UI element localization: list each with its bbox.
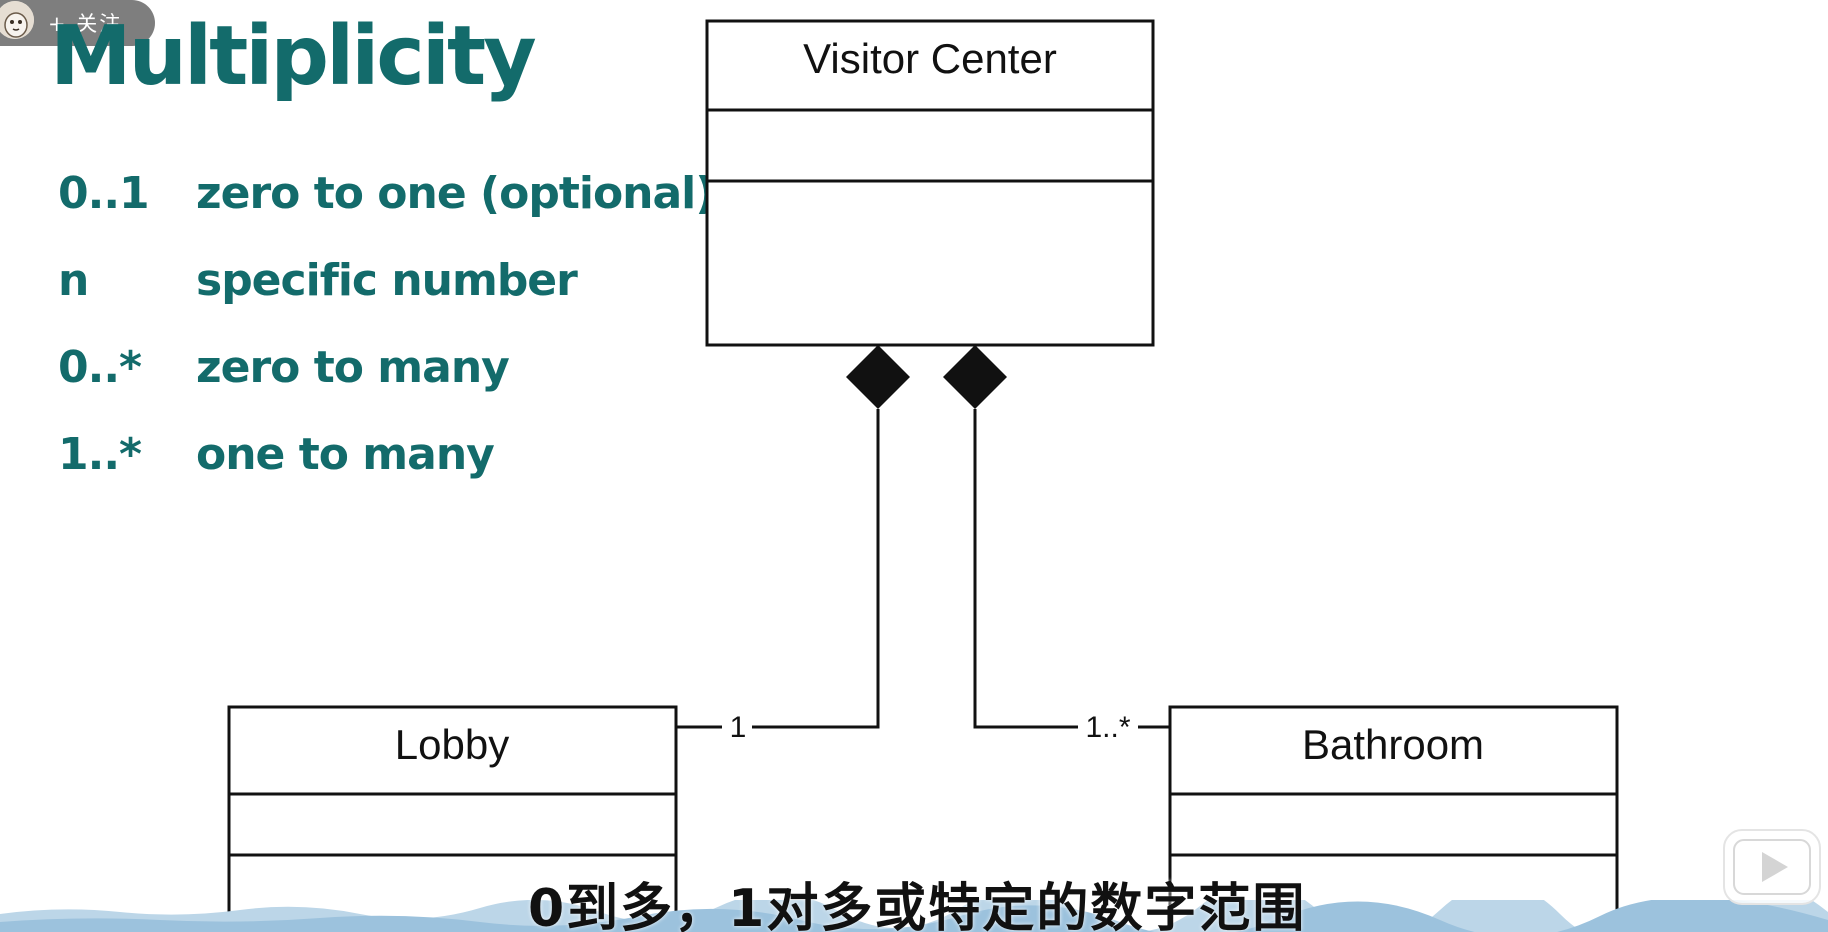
tv-logo-graphic bbox=[1723, 815, 1821, 905]
multiplicity-description: zero to many bbox=[196, 342, 510, 393]
uploader-avatar[interactable] bbox=[0, 1, 34, 39]
avatar-icon bbox=[0, 1, 34, 39]
multiplicity-description: one to many bbox=[196, 429, 495, 480]
multiplicity-label-lobby: 1 bbox=[730, 711, 747, 744]
multiplicity-key: 1..* bbox=[58, 429, 142, 480]
filled-diamond-icon bbox=[943, 345, 1007, 409]
multiplicity-description: zero to one (optional) bbox=[196, 168, 715, 219]
follow-label: + 关注 bbox=[48, 12, 123, 36]
class-name-visitor-center: Visitor Center bbox=[803, 35, 1057, 82]
multiplicity-key: 0..* bbox=[58, 342, 142, 393]
follow-button[interactable]: + 关注 bbox=[0, 0, 155, 46]
multiplicity-description: specific number bbox=[196, 255, 578, 306]
slide-title: Multiplicity bbox=[50, 9, 537, 104]
filled-diamond-icon bbox=[846, 345, 910, 409]
bottom-wave-band bbox=[0, 900, 1828, 932]
video-subtitle: 0到多，1对多或特定的数字范围 bbox=[528, 879, 1307, 932]
class-bathroom: Bathroom bbox=[1168, 705, 1619, 932]
label-gap bbox=[722, 707, 752, 743]
class-visitor-center: Visitor Center bbox=[705, 19, 1155, 347]
class-name-lobby: Lobby bbox=[395, 721, 509, 768]
multiplicity-label-bathroom: 1..* bbox=[1085, 711, 1130, 744]
multiplicity-key: n bbox=[58, 255, 89, 306]
class-lobby: Lobby bbox=[227, 705, 678, 932]
bathroom-connector bbox=[973, 409, 1170, 729]
lobby-connector bbox=[676, 409, 880, 729]
label-gap bbox=[1078, 707, 1138, 743]
multiplicity-key: 0..1 bbox=[58, 168, 150, 219]
bilibili-tv-icon[interactable] bbox=[1718, 808, 1826, 916]
class-name-bathroom: Bathroom bbox=[1302, 721, 1484, 768]
